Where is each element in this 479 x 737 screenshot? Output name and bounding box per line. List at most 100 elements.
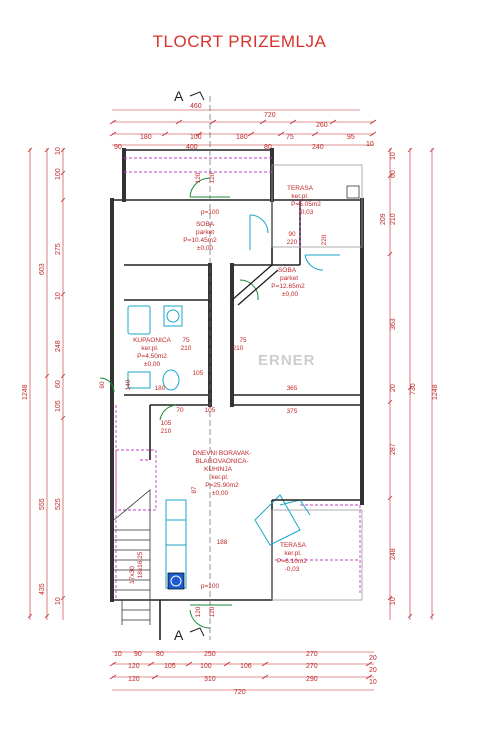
dim-top-260: 260 — [316, 122, 328, 129]
dim-right-287: 287 — [390, 443, 397, 455]
section-arrow — [189, 91, 205, 637]
dim-bot-720: 720 — [234, 689, 246, 696]
dim-right-248: 248 — [390, 548, 397, 560]
dim-bot-20a: 20 — [369, 655, 377, 662]
dim-left-60: 60 — [55, 380, 62, 388]
inner-label: 75 — [182, 337, 190, 344]
dim-bot-290: 290 — [306, 676, 318, 683]
dim-right-10a: 10 — [390, 152, 397, 160]
room-area: P=5.05m2 — [291, 201, 321, 208]
dim-left-435: 435 — [39, 583, 46, 595]
dim-top-240: 240 — [312, 144, 324, 151]
plan-title: TLOCRT PRIZEMLJA — [152, 32, 327, 51]
room-name-line3: KUHINJA — [204, 466, 232, 473]
dim-right-10b: 10 — [390, 597, 397, 605]
room-level: ±0,00 — [197, 245, 214, 252]
inner-label: 210 — [161, 428, 172, 435]
dim-bot-10b: 10 — [369, 679, 377, 686]
doors — [99, 177, 259, 629]
dim-left-10a: 10 — [55, 147, 62, 155]
dim-bot-120a: 120 — [128, 663, 140, 670]
stove-icon — [167, 572, 185, 590]
inner-label: 120 — [195, 606, 202, 617]
inner-label: 105 — [161, 420, 172, 427]
dim-left-525: 525 — [55, 498, 62, 510]
room-area: P=6.10m2 — [277, 558, 307, 565]
room-level: ±0,00 — [212, 490, 229, 497]
inner-label: p=100 — [201, 583, 220, 590]
dim-left-100: 100 — [55, 168, 62, 180]
inner-label: 188 — [217, 539, 228, 546]
watermark: ERNER — [258, 352, 316, 369]
wall-hatching — [110, 148, 364, 602]
section-marker-bottom: A — [174, 627, 184, 643]
room-area: P=10.45m2 — [183, 237, 217, 244]
inner-label: 120 — [195, 172, 202, 183]
dim-top-95: 95 — [347, 134, 355, 141]
room-dnevni-boravak: DNEVNI BORAVAK- BLAGOVAONICA- KUHINJA ke… — [193, 450, 252, 497]
room-soba-1: SOBA parket P=10.45m2 ±0,00 — [183, 221, 217, 252]
dim-right-363: 363 — [390, 318, 397, 330]
room-floor: parket — [196, 229, 214, 236]
room-name-line2: BLAGOVAONICA- — [195, 458, 248, 465]
dim-bot-270a: 270 — [306, 651, 318, 658]
dashed-outline — [115, 157, 361, 600]
dim-left-603: 603 — [39, 263, 46, 275]
inner-label: 120 — [209, 606, 216, 617]
inner-label: 87 — [191, 486, 198, 494]
inner-label: 105 — [205, 407, 216, 414]
room-area: P=12.65m2 — [271, 283, 305, 290]
room-level: ±0,00 — [144, 361, 161, 368]
room-name: KUPAONICA — [133, 337, 171, 344]
room-name: SOBA — [196, 221, 215, 228]
room-floor: ker.pl. — [284, 550, 302, 557]
inner-label: 120 — [209, 172, 216, 183]
room-floor: parket — [280, 275, 298, 282]
inner-label: 220 — [287, 239, 298, 246]
inner-label: 75 — [239, 337, 247, 344]
dim-top-460: 460 — [190, 103, 202, 110]
column — [346, 185, 360, 199]
dim-bot-80: 80 — [156, 651, 164, 658]
section-marker-top: A — [174, 88, 184, 104]
dim-left-1248: 1248 — [22, 384, 29, 400]
diagonal-wall — [231, 264, 279, 306]
dim-left-555: 555 — [39, 498, 46, 510]
dim-bot-10: 10 — [114, 651, 122, 658]
inner-label: 210 — [181, 345, 192, 352]
walls — [111, 149, 363, 640]
staircase — [113, 489, 151, 625]
dim-bot-270b: 270 — [306, 663, 318, 670]
room-name: TERASA — [280, 542, 307, 549]
room-terasa-bottom: TERASA ker.pl. P=6.10m2 -0,03 — [277, 542, 307, 573]
dim-top-80: 80 — [264, 144, 272, 151]
dim-left-105: 105 — [55, 400, 62, 412]
inner-label: 375 — [287, 408, 298, 415]
dim-top-100: 100 — [190, 134, 202, 141]
room-level: -0,03 — [285, 566, 300, 573]
dim-right-60: 60 — [390, 170, 397, 178]
room-area: P=25.90m2 — [205, 482, 239, 489]
dim-bot-120b: 120 — [128, 676, 140, 683]
dim-left-10b: 10 — [55, 292, 62, 300]
room-floor: ker.pl. — [211, 474, 229, 481]
inner-label: 140 — [125, 379, 132, 390]
room-kupaonica: KUPAONICA ker.pl. P=4.50m2 ±0,00 — [133, 337, 171, 368]
inner-label: 105 — [193, 370, 204, 377]
dim-left-10c: 10 — [55, 597, 62, 605]
dim-bot-105: 105 — [164, 663, 176, 670]
room-floor: ker.pl. — [291, 193, 309, 200]
room-terasa-top: TERASA ker.pl. P=5.05m2 -0,03 — [287, 185, 321, 216]
dim-top-400: 400 — [186, 144, 198, 151]
room-name: TERASA — [287, 185, 314, 192]
terrace-outline — [271, 164, 363, 601]
dim-top-10: 10 — [366, 141, 374, 148]
dimension-lines — [29, 109, 433, 691]
room-level: -0,03 — [299, 209, 314, 216]
dim-bot-20b: 20 — [369, 667, 377, 674]
inner-labels: p=100 p=100 90 220 220 75 210 75 210 105… — [99, 172, 328, 617]
dim-right-730: 730 — [410, 383, 417, 395]
room-name: SOBA — [278, 267, 297, 274]
fixtures — [127, 214, 340, 589]
room-name-line1: DNEVNI BORAVAK- — [193, 450, 252, 457]
